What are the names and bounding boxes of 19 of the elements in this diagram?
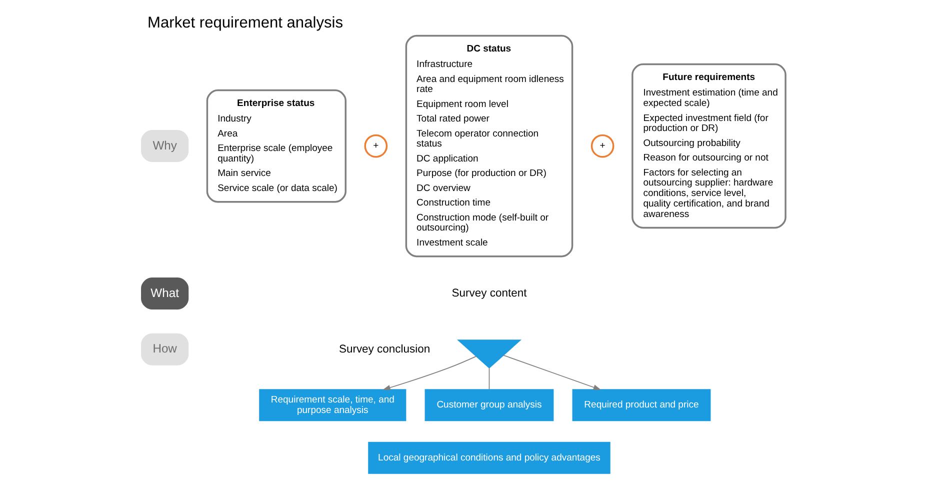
node-box: Requirement scale, time, and purpose analysis: [258, 389, 406, 422]
node-box: Customer group analysis: [424, 389, 554, 422]
arrow: [502, 354, 601, 390]
node-box: How: [140, 333, 188, 366]
node-box: Required product and price: [572, 389, 710, 422]
node-circle: +: [590, 134, 614, 158]
node-box: Future requirements Investment estimation (time and expected scale) Expected investment field (for production or DR) Outsourcing probability Reason for outsourcing or not Factors for selecting an outsourcing supplier: hardware conditions, service level, quality certification, and brand awareness: [631, 63, 786, 229]
node-circle: +: [364, 134, 388, 158]
node-arrow: [456, 340, 522, 369]
node-box: Enterprise status Industry Area Enterprise scale (employee quantity) Main service Service scale (or data scale): [206, 89, 346, 203]
label: Survey conclusion: [338, 343, 430, 356]
connector: [488, 368, 490, 390]
arrow: [382, 356, 476, 390]
diagram-title: Market requirement analysis: [147, 14, 343, 32]
node-box: DC status Infrastructure Area and equipment room idleness rate Equipment room level Total rated power Telecom operator connection status DC application Purpose (for production or DR) DC overview Construction time Construction mode (self-built or outsourcing) Investment scale: [404, 34, 573, 258]
node-box: Local geographical conditions and policy advantages: [368, 442, 610, 474]
label: Survey content: [451, 287, 526, 300]
node-box: Why: [140, 130, 188, 162]
node-box: What: [140, 278, 188, 310]
